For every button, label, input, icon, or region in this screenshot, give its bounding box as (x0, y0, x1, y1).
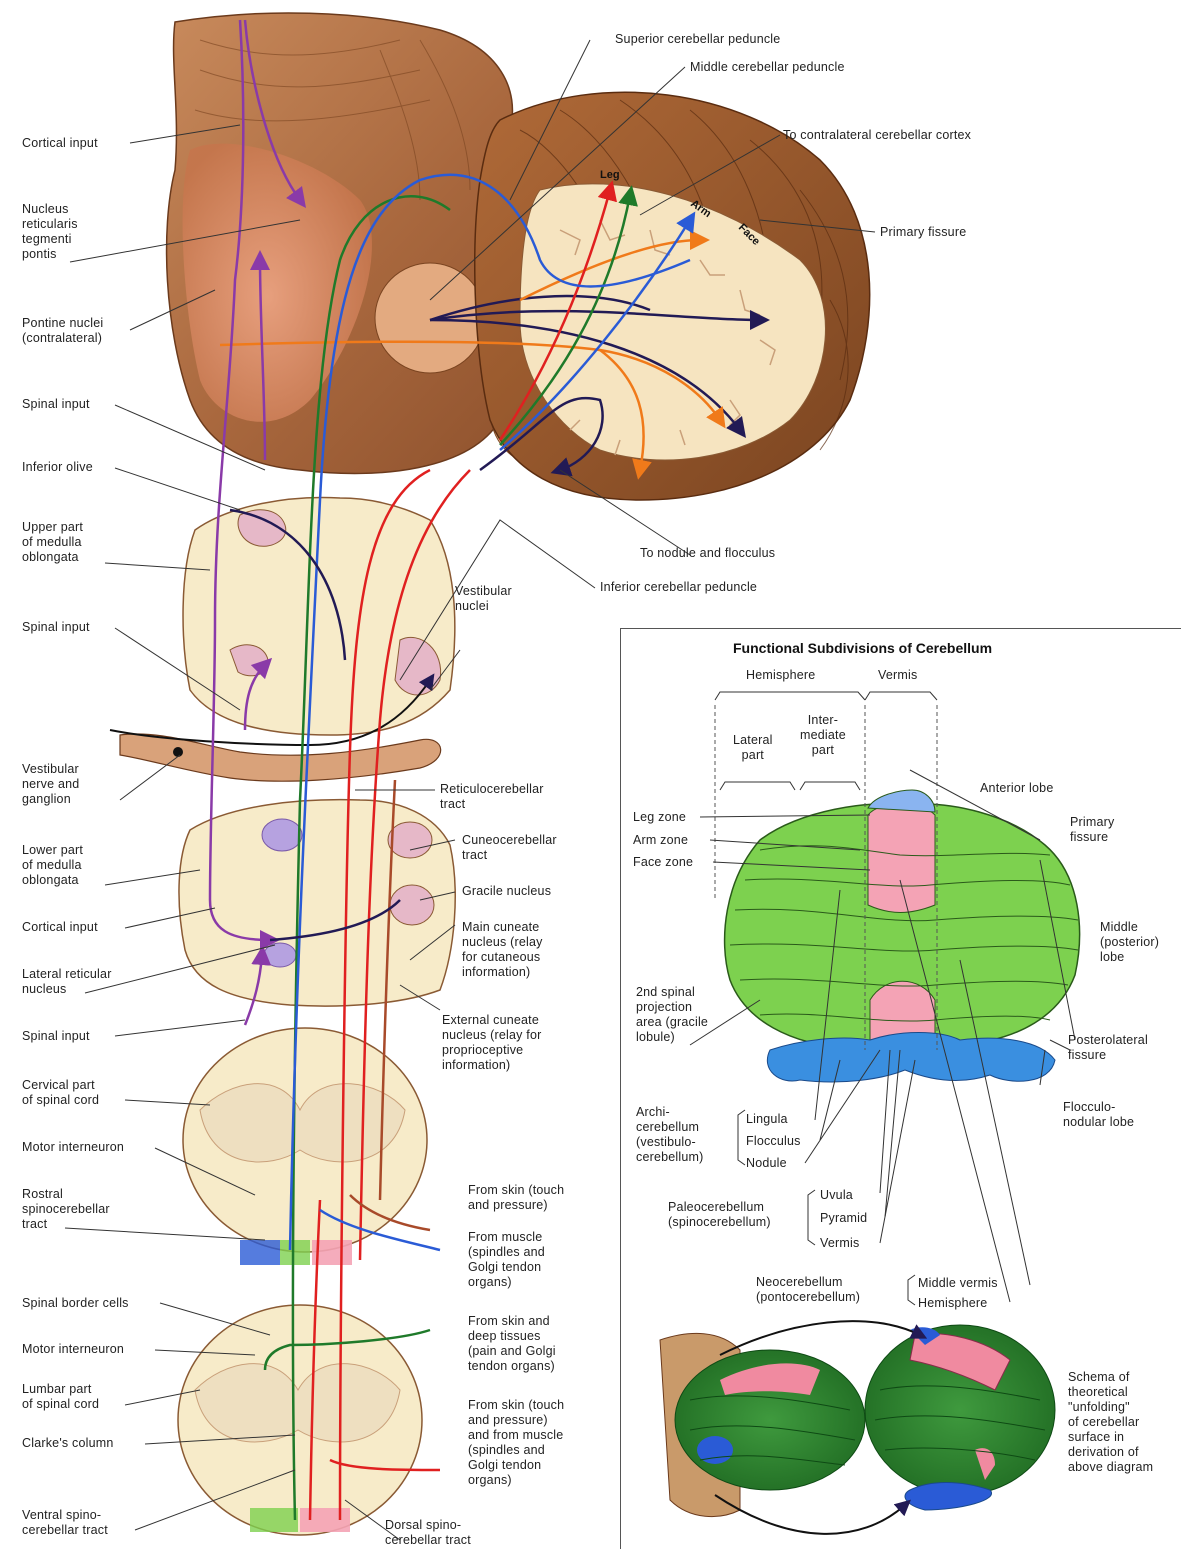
label-reticulocerebellar: Reticulocerebellar tract (440, 782, 544, 811)
label-posterolateral-fissure: Posterolateral fissure (1068, 1033, 1148, 1062)
label-vestibular-nerve: Vestibular nerve and ganglion (22, 762, 80, 806)
label-lumbar-cord: Lumbar part of spinal cord (22, 1382, 100, 1411)
lumbar-cord-section (177, 1304, 423, 1536)
label-clarkes-column: Clarke's column (22, 1436, 114, 1450)
label-cortical-input-2: Cortical input (22, 920, 98, 934)
label-archicerebellum: Archi- cerebellum (vestibulo- cerebellum… (636, 1105, 704, 1164)
label-hemisphere-header: Hemisphere (746, 668, 816, 682)
label-dorsal-spinocerebellar: Dorsal spino- cerebellar tract (385, 1518, 471, 1547)
label-from-skin-deep: From skin and deep tissues (pain and Gol… (468, 1314, 556, 1373)
label-arm-zone: Arm zone (633, 833, 689, 847)
lower-medulla-section (178, 798, 456, 1007)
schema-unfolding-illustration (659, 1320, 1056, 1535)
label-nodule: Nodule (746, 1156, 787, 1170)
label-spinal-input-2: Spinal input (22, 620, 90, 634)
label-lateral-part: Lateral part (733, 733, 773, 762)
label-ventral-spinocerebellar: Ventral spino- cerebellar tract (22, 1508, 108, 1537)
label-middle-peduncle: Middle cerebellar peduncle (690, 60, 845, 74)
label-pyramid: Pyramid (820, 1211, 868, 1225)
label-lingula: Lingula (746, 1112, 788, 1126)
label-neocerebellum: Neocerebellum (pontocerebellum) (756, 1275, 861, 1304)
label-hemisphere-item: Hemisphere (918, 1296, 988, 1310)
vestibular-nerve (109, 673, 442, 782)
label-gracile-nucleus: Gracile nucleus (462, 884, 552, 898)
label-middle-lobe: Middle (posterior) lobe (1100, 920, 1160, 964)
label-rostral-spinocerebellar: Rostral spinocerebellar tract (22, 1187, 110, 1231)
functional-subdivisions-panel (620, 628, 1181, 1549)
label-cervical-cord: Cervical part of spinal cord (22, 1078, 100, 1107)
label-face-zone: Face zone (633, 855, 694, 869)
label-external-cuneate: External cuneate nucleus (relay for prop… (442, 1013, 542, 1072)
label-schema: Schema of theoretical "unfolding" of cer… (1068, 1370, 1154, 1474)
label-main-cuneate: Main cuneate nucleus (relay for cutaneou… (462, 920, 543, 979)
flattened-cerebellum-diagram (689, 691, 1081, 1306)
label-cuneocerebellar: Cuneocerebellar tract (462, 833, 557, 862)
cerebellar-tract-fan (219, 180, 770, 480)
label-anterior-lobe: Anterior lobe (980, 781, 1054, 795)
label-vermis-header: Vermis (878, 668, 918, 682)
label-middle-vermis: Middle vermis (918, 1276, 998, 1290)
label-leg-zone: Leg zone (633, 810, 687, 824)
label-upper-medulla: Upper part of medulla oblongata (22, 520, 84, 564)
leader-lines (64, 39, 876, 1541)
label-lateral-reticular: Lateral reticular nucleus (22, 967, 112, 996)
label-superior-peduncle: Superior cerebellar peduncle (615, 32, 781, 46)
label-inferior-olive: Inferior olive (22, 460, 93, 474)
label-vermis-item: Vermis (820, 1236, 860, 1250)
cerebellum: Leg Arm Face (219, 91, 871, 501)
cervical-cord-section (182, 1027, 428, 1265)
panel-title: Functional Subdivisions of Cerebellum (733, 640, 993, 656)
label-intermediate-part: Inter- mediate part (800, 713, 846, 757)
label-flocculonodular: Flocculo- nodular lobe (1063, 1100, 1135, 1129)
label-motor-interneuron-1: Motor interneuron (22, 1140, 125, 1154)
label-uvula: Uvula (820, 1188, 853, 1202)
label-motor-interneuron-2: Motor interneuron (22, 1342, 125, 1356)
label-nucleus-reticularis: Nucleus reticularis tegmenti pontis (22, 202, 78, 261)
ascending-tracts (208, 19, 691, 1521)
label-from-muscle: From muscle (spindles and Golgi tendon o… (468, 1230, 545, 1289)
label-spinal-border-cells: Spinal border cells (22, 1296, 129, 1310)
label-spinal-input-3: Spinal input (22, 1029, 90, 1043)
label-contralateral-cortex: To contralateral cerebellar cortex (783, 128, 972, 142)
label-from-skin-2: From skin (touch and pressure) and from … (468, 1398, 565, 1487)
label-vestibular-nuclei: Vestibular nuclei (455, 584, 512, 613)
label-from-skin-1: From skin (touch and pressure) (468, 1183, 565, 1212)
label-lower-medulla: Lower part of medulla oblongata (22, 843, 84, 887)
label-cortical-input-top: Cortical input (22, 136, 98, 150)
zone-leg-tag: Leg (600, 169, 620, 181)
label-spinal-input-1: Spinal input (22, 397, 90, 411)
label-flocculus: Flocculus (746, 1134, 801, 1148)
label-primary-fissure-panel: Primary fissure (1070, 815, 1115, 844)
label-paleocerebellum: Paleocerebellum (spinocerebellum) (668, 1200, 771, 1229)
label-nodule-flocculus: To nodule and flocculus (640, 546, 776, 560)
label-primary-fissure-top: Primary fissure (880, 225, 967, 239)
label-inferior-peduncle: Inferior cerebellar peduncle (600, 580, 758, 594)
label-spinal-projection: 2nd spinal projection area (gracile lobu… (636, 985, 709, 1044)
label-pontine-nuclei: Pontine nuclei (contralateral) (22, 316, 104, 345)
